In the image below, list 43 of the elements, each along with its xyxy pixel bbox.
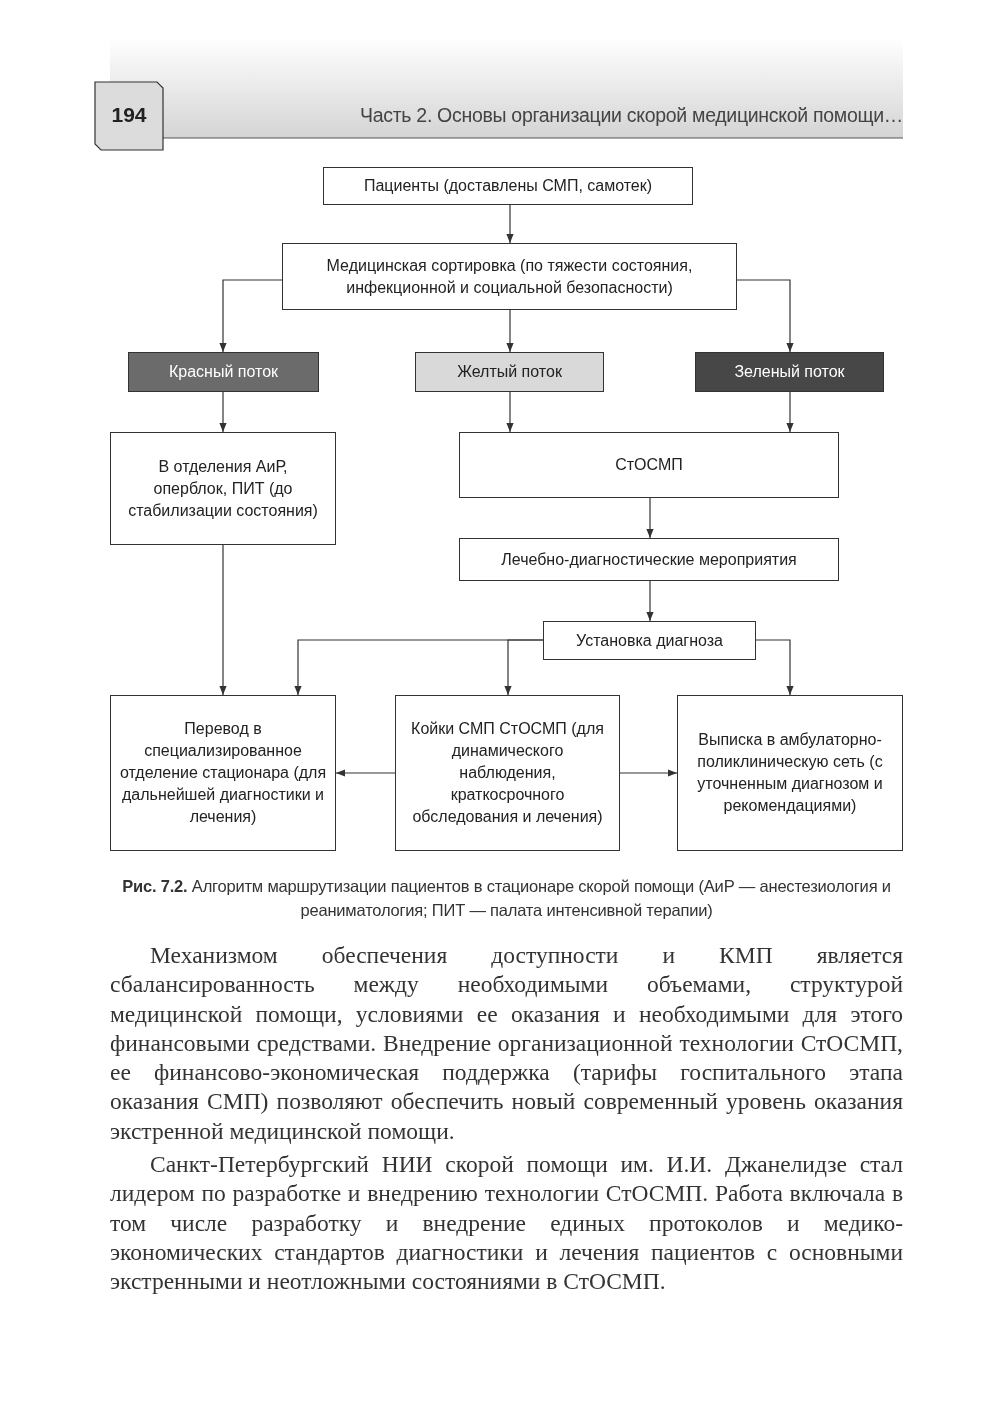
body-paragraph: Санкт-Петербургский НИИ скорой помощи им. И.И. Джанелидзе стал лидером по разработке и внедрению технологии СтОСМП. Работа включала в том числе разработку и внедрение единых протоколов и медико-экономических стандартов диагностики и лечения пациентов с основными экстренными и неотложными состояниями в СтОСМП. bbox=[110, 1150, 903, 1297]
box-text: Желтый поток bbox=[457, 362, 562, 382]
arrow bbox=[786, 391, 794, 433]
arrow bbox=[736, 279, 794, 353]
box-text: СтОСМП bbox=[615, 455, 683, 475]
arrow bbox=[335, 769, 396, 777]
box-text: Установка диагноза bbox=[576, 630, 723, 651]
box-text: Лечебно-диагностические мероприятия bbox=[501, 549, 797, 570]
page-number: 194 bbox=[110, 102, 148, 128]
box-text: Пациенты (доставлены СМП, самотек) bbox=[363, 176, 653, 196]
arrow bbox=[755, 639, 794, 696]
box-text: Койки СМП СтОСМП (для динамического наблюдения, краткосрочного обследования и лечения) bbox=[410, 719, 605, 827]
flow-box bbox=[695, 352, 884, 392]
arrow bbox=[219, 279, 283, 353]
flow-box bbox=[128, 352, 319, 392]
arrow bbox=[646, 497, 654, 539]
arrow bbox=[506, 391, 514, 433]
body-paragraph: Механизмом обеспечения доступности и КМП является сбалансированность между необходимыми объемами, структурой медицинской помощи, условиями ее оказания и необходимыми для этого финансовыми средствами. Внедрение организационной технологии СтОСМП, ее финансово-экономическая поддержка (тарифы госпитального этапа оказания СМП) позволяют обеспечить новый современный уровень оказания экстренной медицинской помощи. bbox=[110, 941, 903, 1146]
process-box bbox=[282, 243, 737, 310]
arrow bbox=[506, 204, 514, 244]
process-box bbox=[543, 621, 756, 660]
process-box bbox=[110, 695, 336, 851]
arrow bbox=[504, 639, 544, 696]
process-box bbox=[677, 695, 903, 851]
process-box bbox=[459, 432, 839, 498]
arrow bbox=[219, 544, 227, 696]
arrow bbox=[506, 309, 514, 353]
box-text: Зеленый поток bbox=[734, 362, 845, 382]
process-box bbox=[323, 167, 693, 205]
process-box bbox=[395, 695, 620, 851]
process-box bbox=[459, 538, 839, 581]
process-box bbox=[110, 432, 336, 545]
box-text: Перевод в специализированное отделение стационара (для дальнейшей диагностики и лечения) bbox=[119, 719, 327, 827]
arrow bbox=[619, 769, 678, 777]
running-header: Часть 2. Основы организации скорой медицинской помощи… bbox=[360, 103, 903, 128]
arrow bbox=[646, 580, 654, 622]
figure-caption: Рис. 7.2. Алгоритм маршрутизации пациентов в стационаре скорой помощи (АиР — анестезиология и реаниматология; ПИТ — палата интенсивной терапии) bbox=[121, 876, 892, 921]
box-text: Выписка в амбулаторно-поликлиническую сеть (с уточненным диагнозом и рекомендациями) bbox=[696, 730, 884, 816]
box-text: Медицинская сортировка (по тяжести состояния, инфекционной и социальной безопасности) bbox=[325, 255, 694, 298]
box-text: В отделения АиР, оперблок, ПИТ (до стабилизации состояния) bbox=[127, 456, 319, 521]
flow-box bbox=[415, 352, 604, 392]
box-text: Красный поток bbox=[168, 362, 279, 382]
arrow bbox=[219, 391, 227, 433]
